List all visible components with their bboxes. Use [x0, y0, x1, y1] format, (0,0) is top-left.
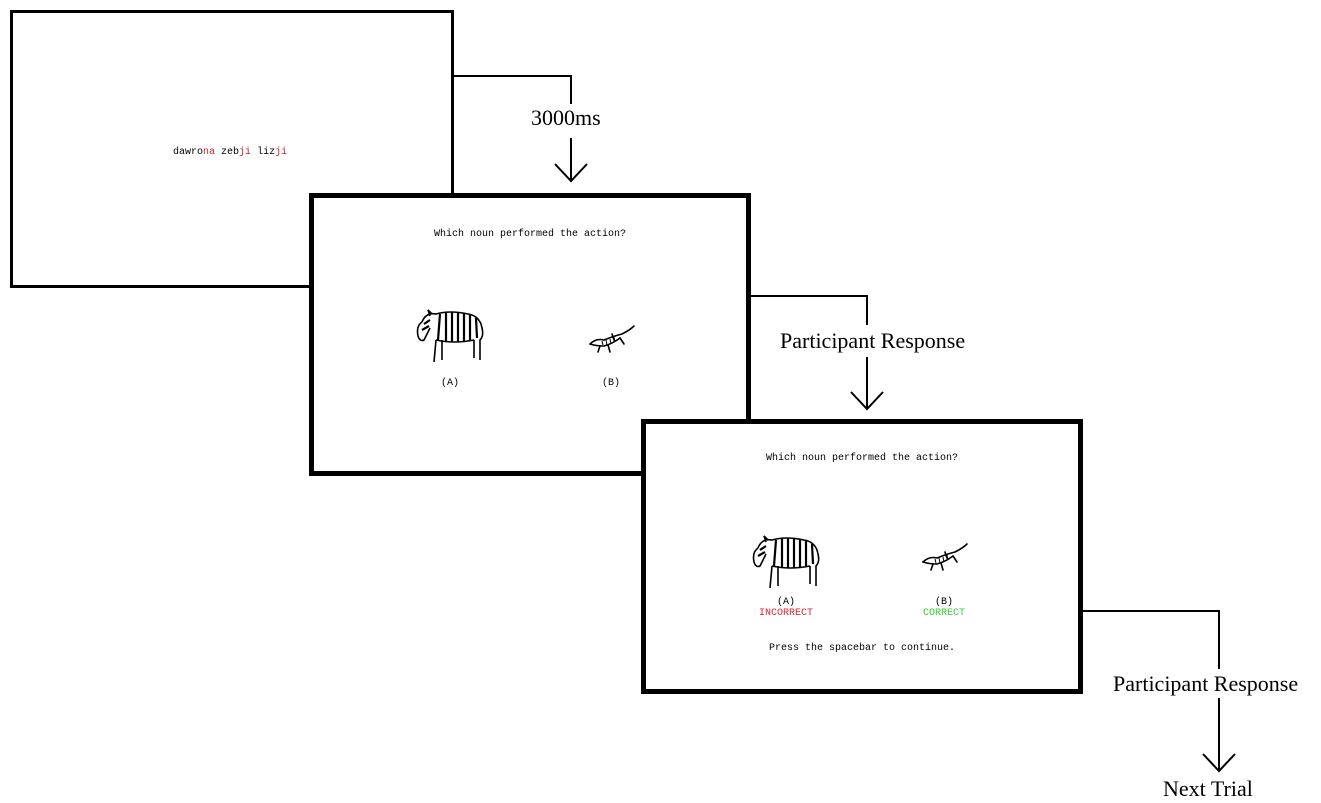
continue-instruction: Press the spacebar to continue.	[768, 643, 956, 654]
feedback-screen: Which noun performed the action? (A) INC…	[641, 419, 1083, 694]
arrowhead-1	[554, 163, 588, 183]
stimulus-suffix: na	[203, 147, 216, 158]
stimulus-suffix: ji	[275, 147, 288, 158]
timing-label: 3000ms	[531, 105, 601, 130]
connector-line-1	[454, 75, 572, 104]
response-label-2: Participant Response	[1113, 671, 1299, 696]
connector-line-3	[1083, 610, 1220, 669]
stimulus-word-part: liz	[251, 147, 276, 158]
next-trial-label: Next Trial	[1163, 776, 1253, 801]
response-label-1: Participant Response	[780, 328, 966, 353]
zebra-icon[interactable]	[750, 532, 824, 592]
option-b-label: (B)	[601, 378, 620, 389]
arrowhead-3	[1202, 753, 1236, 773]
option-a-label: (A)	[776, 597, 795, 608]
lizard-icon[interactable]	[586, 324, 638, 356]
stimulus-word-part: dawro	[173, 147, 204, 158]
connector-line-2	[751, 295, 868, 325]
arrowhead-2	[850, 391, 884, 411]
option-b-feedback: CORRECT	[922, 608, 965, 619]
question-prompt: Which noun performed the action?	[433, 229, 627, 240]
question-prompt: Which noun performed the action?	[765, 453, 959, 464]
lizard-icon[interactable]	[919, 542, 971, 574]
stimulus-suffix: ji	[239, 147, 252, 158]
stimulus-word-part: zeb	[215, 147, 240, 158]
option-a-feedback: INCORRECT	[758, 608, 813, 619]
zebra-icon[interactable]	[414, 306, 488, 366]
option-a-label: (A)	[440, 378, 459, 389]
option-b-label: (B)	[934, 597, 953, 608]
stimulus-sentence: dawrona zebji lizji	[173, 147, 287, 158]
